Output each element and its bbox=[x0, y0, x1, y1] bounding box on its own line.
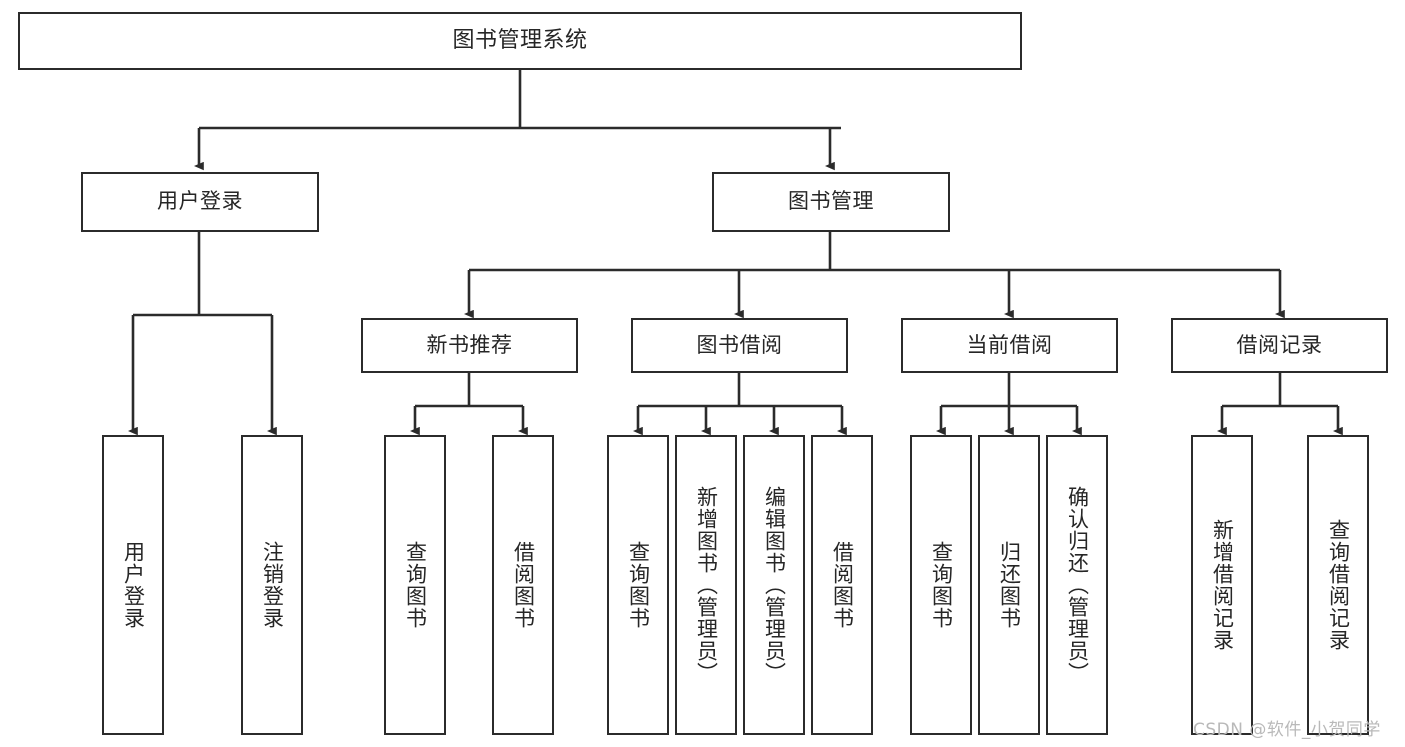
leaf-add-borrow-record[interactable]: 新增借阅记录 bbox=[1191, 435, 1253, 735]
node-new-book-recommend-label: 新书推荐 bbox=[426, 332, 513, 357]
node-book-management[interactable]: 图书管理 bbox=[712, 172, 950, 232]
leaf-query-book-current-label: 查询图书 bbox=[929, 541, 954, 629]
leaf-add-book-label: 新增图书（管理员） bbox=[694, 486, 719, 684]
leaf-edit-book[interactable]: 编辑图书（管理员） bbox=[743, 435, 805, 735]
leaf-user-login-label: 用户登录 bbox=[121, 541, 146, 629]
leaf-confirm-return[interactable]: 确认归还（管理员） bbox=[1046, 435, 1108, 735]
leaf-edit-book-label: 编辑图书（管理员） bbox=[762, 486, 787, 684]
leaf-query-borrow-record[interactable]: 查询借阅记录 bbox=[1307, 435, 1369, 735]
node-book-borrow[interactable]: 图书借阅 bbox=[631, 318, 848, 373]
node-new-book-recommend[interactable]: 新书推荐 bbox=[361, 318, 578, 373]
leaf-logout-label: 注销登录 bbox=[260, 541, 285, 629]
node-borrow-record-label: 借阅记录 bbox=[1236, 332, 1323, 357]
leaf-user-login[interactable]: 用户登录 bbox=[102, 435, 164, 735]
leaf-logout[interactable]: 注销登录 bbox=[241, 435, 303, 735]
leaf-confirm-return-label: 确认归还（管理员） bbox=[1065, 486, 1090, 684]
node-current-borrow[interactable]: 当前借阅 bbox=[901, 318, 1118, 373]
leaf-add-book[interactable]: 新增图书（管理员） bbox=[675, 435, 737, 735]
leaf-query-book-borrow[interactable]: 查询图书 bbox=[607, 435, 669, 735]
leaf-return-book-label: 归还图书 bbox=[997, 541, 1022, 629]
leaf-borrow-book-new[interactable]: 借阅图书 bbox=[492, 435, 554, 735]
node-book-management-label: 图书管理 bbox=[788, 189, 874, 214]
node-user-login-label: 用户登录 bbox=[157, 189, 243, 214]
node-borrow-record[interactable]: 借阅记录 bbox=[1171, 318, 1388, 373]
csdn-watermark: CSDN @软件_小贺同学 bbox=[1193, 720, 1381, 740]
node-user-login[interactable]: 用户登录 bbox=[81, 172, 319, 232]
node-book-borrow-label: 图书借阅 bbox=[696, 332, 783, 357]
leaf-borrow-book[interactable]: 借阅图书 bbox=[811, 435, 873, 735]
node-root[interactable]: 图书管理系统 bbox=[18, 12, 1022, 70]
leaf-return-book[interactable]: 归还图书 bbox=[978, 435, 1040, 735]
leaf-query-book-new-label: 查询图书 bbox=[403, 541, 428, 629]
leaf-query-book-borrow-label: 查询图书 bbox=[626, 541, 651, 629]
leaf-query-book-new[interactable]: 查询图书 bbox=[384, 435, 446, 735]
leaf-query-book-current[interactable]: 查询图书 bbox=[910, 435, 972, 735]
leaf-borrow-book-label: 借阅图书 bbox=[830, 541, 855, 629]
leaf-borrow-book-new-label: 借阅图书 bbox=[511, 541, 536, 629]
node-root-label: 图书管理系统 bbox=[452, 27, 588, 53]
node-current-borrow-label: 当前借阅 bbox=[966, 332, 1053, 357]
leaf-query-borrow-record-label: 查询借阅记录 bbox=[1326, 519, 1351, 651]
leaf-add-borrow-record-label: 新增借阅记录 bbox=[1210, 519, 1235, 651]
